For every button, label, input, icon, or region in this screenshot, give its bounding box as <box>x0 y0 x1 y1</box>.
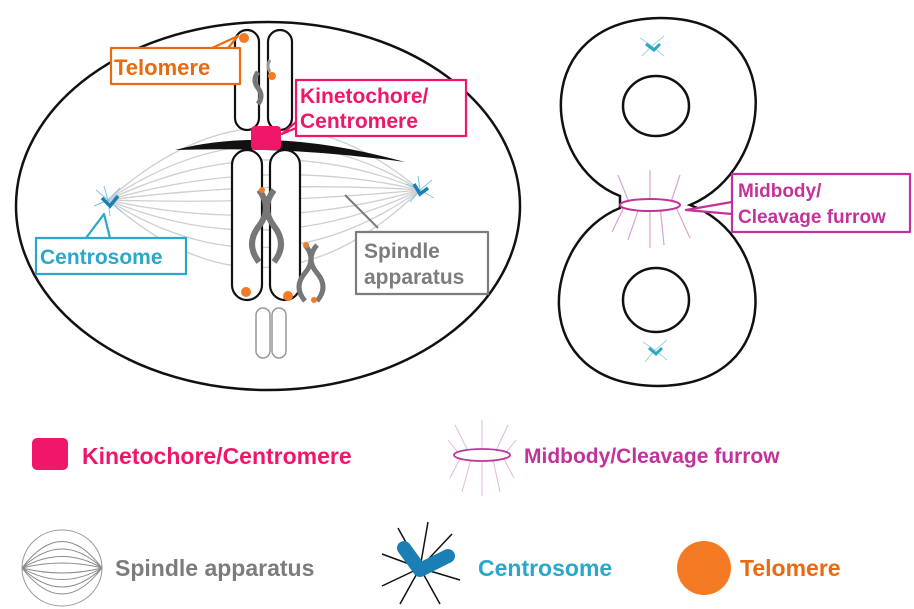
telomere-dot <box>241 287 251 297</box>
telomere-dot <box>283 291 293 301</box>
midbody-icon <box>447 420 517 496</box>
legend-midbody-label: Midbody/Cleavage furrow <box>524 445 780 468</box>
callout-spindle: Spindle apparatus <box>354 230 490 296</box>
dividing-cell <box>557 16 757 388</box>
callout-midbody-text-1: Midbody/ <box>738 181 822 202</box>
callout-centrosome-text: Centrosome <box>40 246 163 269</box>
lower-chromosome <box>230 148 302 302</box>
callout-kinetochore-text-2: Centromere <box>300 110 418 133</box>
upper-chromosome <box>233 28 294 132</box>
callout-centrosome: Centrosome <box>34 212 188 276</box>
spindle-icon <box>21 529 103 607</box>
legend-spindle-label: Spindle apparatus <box>115 555 314 581</box>
telomere-dot <box>303 242 309 248</box>
callout-spindle-text-2: apparatus <box>364 266 464 289</box>
telomere-dots <box>239 33 317 303</box>
callout-kinetochore-text-1: Kinetochore/ <box>300 85 429 108</box>
telomere-swatch-icon <box>677 541 731 595</box>
kinetochore-marker <box>251 126 281 150</box>
small-chromosome <box>296 243 326 303</box>
lower-nucleus <box>621 266 691 334</box>
cell-membrane <box>14 20 522 392</box>
legend-telomere-label: Telomere <box>740 555 841 581</box>
callout-midbody: Midbody/ Cleavage furrow <box>684 172 912 234</box>
telomere-dot <box>311 297 317 303</box>
centrosome-bottom <box>642 339 668 363</box>
legend-centrosome-label: Centrosome <box>478 555 612 581</box>
callout-midbody-text-2: Cleavage furrow <box>738 207 886 228</box>
kinetochore-swatch-icon <box>32 438 68 470</box>
centrosome-right <box>405 175 435 203</box>
centrosome-icon <box>381 521 461 605</box>
midbody <box>611 170 691 248</box>
callout-telomere: Telomere <box>109 34 242 86</box>
callout-telomere-text: Telomere <box>114 55 210 80</box>
ghost-chromosome <box>255 307 287 359</box>
legend-kinetochore-label: Kinetochore/Centromere <box>82 443 352 469</box>
centrosome-top <box>639 35 665 57</box>
upper-nucleus <box>621 74 691 138</box>
telomere-dot <box>268 72 276 80</box>
legend: Kinetochore/Centromere Midbody/Cleavage … <box>21 420 841 607</box>
metaphase-cell <box>14 20 522 392</box>
dividing-cell-membrane <box>557 16 757 388</box>
callout-kinetochore: Kinetochore/ Centromere <box>280 78 468 138</box>
callout-spindle-text-1: Spindle <box>364 240 440 263</box>
telomere-dot <box>239 33 249 43</box>
centrosome-left <box>93 185 123 217</box>
telomere-dot <box>259 187 265 193</box>
